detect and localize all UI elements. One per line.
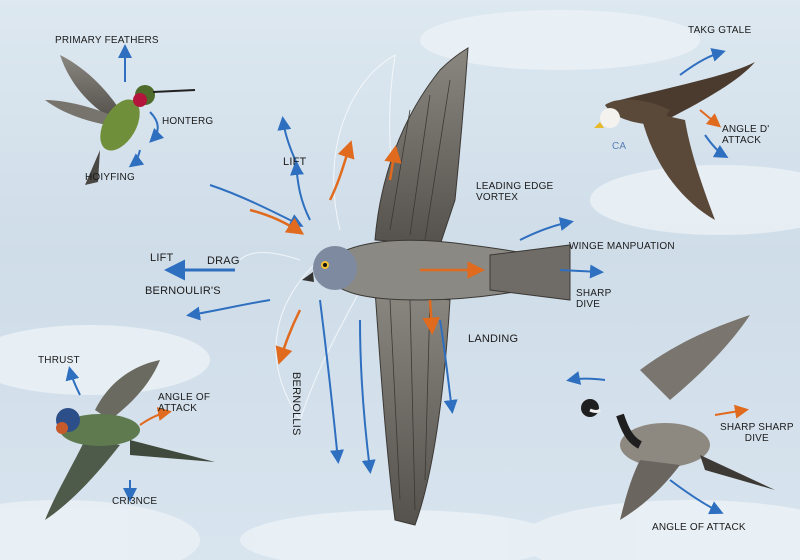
label-winge-manpuation: WINGE MANPUATION bbox=[569, 241, 675, 252]
label-takg-gtale: TAKG GTALE bbox=[688, 25, 751, 36]
label-drag: DRAG bbox=[207, 255, 240, 267]
label-angle-d-attack: ANGLE D' ATTACK bbox=[722, 124, 769, 146]
label-hoiyfing: HOIYFING bbox=[85, 172, 135, 183]
label-crisnce: CRI3NCE bbox=[112, 496, 157, 507]
label-lift-top: LIFT bbox=[283, 156, 306, 168]
label-hontgr: HONTERG bbox=[162, 116, 213, 127]
label-angle-of-attack-swallow: ANGLE OF ATTACK bbox=[158, 392, 210, 414]
label-bernoulli: BERNOULIR'S bbox=[145, 285, 221, 297]
falcon bbox=[302, 48, 570, 525]
label-primary-feathers: PRIMARY FEATHERS bbox=[55, 35, 159, 46]
label-landing: LANDING bbox=[468, 333, 518, 345]
label-bernollis-vertical: BERNOLLIS bbox=[290, 372, 302, 436]
label-leading-edge-vortex: LEADING EDGE VORTEX bbox=[476, 181, 553, 203]
label-ca: CA bbox=[612, 141, 626, 152]
label-angle-of-attack-goose: ANGLE OF ATTACK bbox=[652, 522, 746, 533]
label-thrust: THRUST bbox=[38, 355, 80, 366]
label-lift-left: LIFT bbox=[150, 252, 173, 264]
label-sharp-dive: SHARP DIVE bbox=[576, 288, 611, 310]
goose bbox=[581, 315, 775, 520]
label-sharp-sharp-dive: SHARP SHARP DIVE bbox=[720, 422, 794, 444]
